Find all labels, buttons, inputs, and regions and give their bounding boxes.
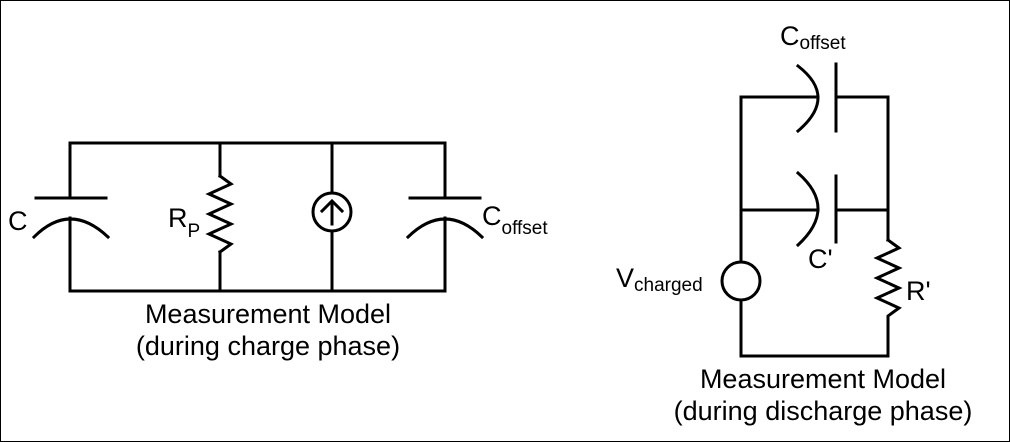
caption-discharge-line1: Measurement Model bbox=[700, 364, 946, 394]
capacitor-c-prime bbox=[739, 170, 890, 248]
capacitor-coffset bbox=[405, 141, 485, 293]
caption-charge-line2: (during charge phase) bbox=[136, 331, 400, 361]
label-c-prime: C' bbox=[808, 244, 833, 274]
label-rp: RP bbox=[168, 203, 200, 242]
label-c: C bbox=[8, 206, 28, 236]
capacitor-coffset-top bbox=[739, 62, 890, 134]
charge-phase-circuit: C RP Coffset Measurement Model (during c… bbox=[8, 141, 548, 361]
resistor-rp bbox=[205, 141, 235, 293]
voltage-source bbox=[720, 260, 762, 302]
label-v-charged: Vcharged bbox=[616, 263, 703, 296]
label-coffset-top: Coffset bbox=[780, 21, 846, 54]
caption-charge-line1: Measurement Model bbox=[145, 299, 391, 329]
label-r-prime: R' bbox=[906, 276, 931, 306]
capacitor-c bbox=[31, 141, 111, 293]
discharge-phase-circuit: Coffset C' R' Vcharged Measurement Model… bbox=[616, 21, 972, 426]
current-source bbox=[311, 141, 353, 293]
caption-discharge-line2: (during discharge phase) bbox=[674, 396, 973, 426]
label-coffset: Coffset bbox=[482, 201, 548, 239]
resistor-r-prime bbox=[873, 237, 903, 325]
